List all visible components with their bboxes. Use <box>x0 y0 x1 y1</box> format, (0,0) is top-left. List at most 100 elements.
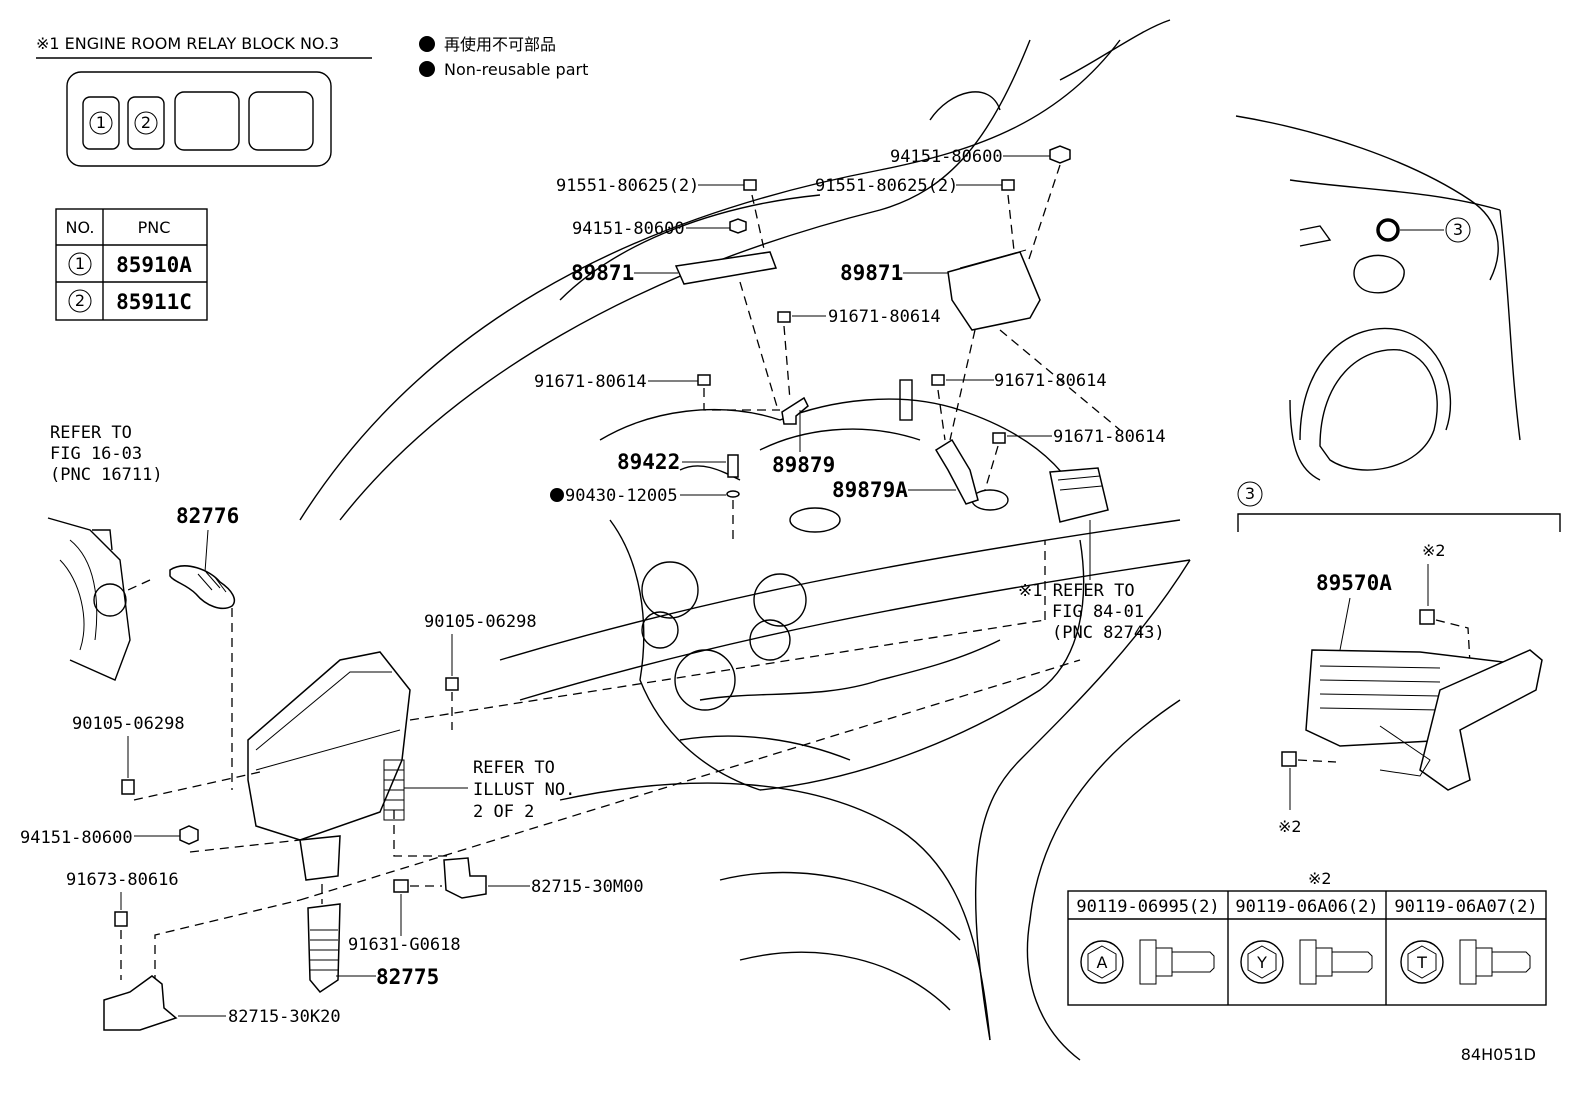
callout-circle <box>1445 217 1471 243</box>
relay-slot-3 <box>174 91 240 151</box>
assembly-guide <box>393 810 448 857</box>
bolt-shank-icon <box>1491 951 1531 973</box>
relay-slot-1 <box>82 96 120 150</box>
detail-bracket <box>1237 513 1561 532</box>
bolt-mark: A <box>1097 953 1108 972</box>
assembly-guide <box>189 839 301 853</box>
bolt-table-note: ※2 <box>1308 869 1332 888</box>
pulley <box>641 611 679 649</box>
radiator-detail <box>59 559 85 651</box>
part-label: 89570A <box>1316 571 1392 595</box>
bolt-icon <box>992 432 1006 444</box>
part-label: 91631-G0618 <box>348 935 461 955</box>
bolt-shank-icon <box>1331 951 1373 973</box>
part-label: 94151-80600 <box>572 219 685 239</box>
engine-assembly <box>599 379 1085 791</box>
bolt-icon <box>393 879 409 893</box>
bolt-icon <box>1001 179 1015 191</box>
part-label: 89871 <box>571 261 634 285</box>
part-label: 91671-80614 <box>534 372 647 392</box>
part-label: 90105-06298 <box>72 714 185 734</box>
pnc-row-no: 2 <box>75 291 85 310</box>
ecu-89570a <box>1305 649 1543 791</box>
assembly-guide <box>984 445 999 491</box>
nut-icon <box>729 218 747 234</box>
relay-block-title: ※1 ENGINE ROOM RELAY BLOCK NO.3 <box>36 34 339 53</box>
part-label: 89879A <box>832 478 908 502</box>
bracket-82715-30k20 <box>103 975 178 1031</box>
assembly-guide <box>999 329 1121 431</box>
vehicle-body-outline <box>299 19 1191 1061</box>
bolt-icon <box>777 311 791 323</box>
bolt-part-number: 90119-06A07(2) <box>1394 897 1537 917</box>
bolt-table-frame <box>1067 890 1547 1006</box>
rear-light <box>1299 225 1332 247</box>
pnc-row-no: 1 <box>75 254 85 273</box>
pnc-row-value: 85910A <box>116 253 192 277</box>
bolt-hex-icon <box>1156 947 1173 977</box>
non-reusable-dot-icon <box>419 36 435 52</box>
pulley <box>674 649 736 711</box>
part-label: 91671-80614 <box>1053 427 1166 447</box>
relay-slot-4 <box>248 91 314 151</box>
bolt-head-icon <box>1080 940 1124 984</box>
assembly-guide <box>1297 759 1337 763</box>
location-marker-icon <box>1376 218 1400 242</box>
relay-block-outline <box>66 71 332 167</box>
bolt-icon <box>114 911 128 927</box>
nut-icon <box>179 825 199 845</box>
assembly-guide <box>1007 194 1016 261</box>
bolt-icon <box>931 374 945 386</box>
ref-text: REFER TO <box>50 423 132 443</box>
nut-icon <box>1049 145 1071 164</box>
relay-detail <box>1057 475 1103 491</box>
bolt-part-number: 90119-06A06(2) <box>1235 897 1378 917</box>
pulley <box>753 573 807 627</box>
bolt-icon <box>121 779 135 795</box>
bolt-shank-icon <box>1171 951 1215 973</box>
body-line <box>1235 115 1499 281</box>
part-label: 91551-80625(2) <box>815 176 958 196</box>
wheel-arch-inner <box>1026 699 1181 1061</box>
wheel-arch <box>1299 327 1452 441</box>
strut-top <box>929 91 1001 121</box>
assembly-guide <box>937 389 946 441</box>
assembly-guide <box>751 194 767 259</box>
radiator-fragment <box>47 517 131 681</box>
bolt-hex-icon <box>1476 947 1493 977</box>
ecu-bracket <box>1419 649 1543 791</box>
engine-top <box>599 398 1081 501</box>
assembly-guide <box>154 899 301 984</box>
bracket-82715-30m00 <box>443 857 487 899</box>
bracket-arm <box>1379 725 1431 777</box>
non-reusable-dot-icon <box>419 61 435 77</box>
bolt-flange-icon <box>1299 939 1317 985</box>
relay-slot-2 <box>127 96 165 150</box>
bolt-icon <box>743 179 757 191</box>
manifold <box>759 428 921 451</box>
ref-text: 2 OF 2 <box>473 802 534 822</box>
module-detail <box>959 249 1027 269</box>
hood-line <box>299 39 1121 521</box>
bolt-flange-icon <box>1139 939 1157 985</box>
leader-line <box>204 529 209 573</box>
assembly-guide <box>409 619 1046 721</box>
bolt-icon <box>697 374 711 386</box>
module-89871 <box>947 251 1041 331</box>
part-label: 82776 <box>176 504 239 528</box>
intake-line <box>699 639 1001 701</box>
bolt-icon <box>445 677 459 691</box>
ref-text: (PNC 16711) <box>50 465 163 485</box>
fuel-door <box>1353 254 1405 294</box>
bolt-mark: T <box>1416 953 1427 972</box>
pnc-row-value: 85911C <box>116 290 192 314</box>
wheel <box>1319 349 1438 471</box>
bolt-icon <box>1419 609 1435 625</box>
sensor-89422 <box>727 454 739 478</box>
air-cleaner-case <box>247 651 411 881</box>
bumper-line <box>719 871 961 941</box>
leader-line <box>1339 597 1351 651</box>
ref-text: ※1 REFER TO <box>1018 581 1135 601</box>
hex-outline <box>1247 945 1277 979</box>
